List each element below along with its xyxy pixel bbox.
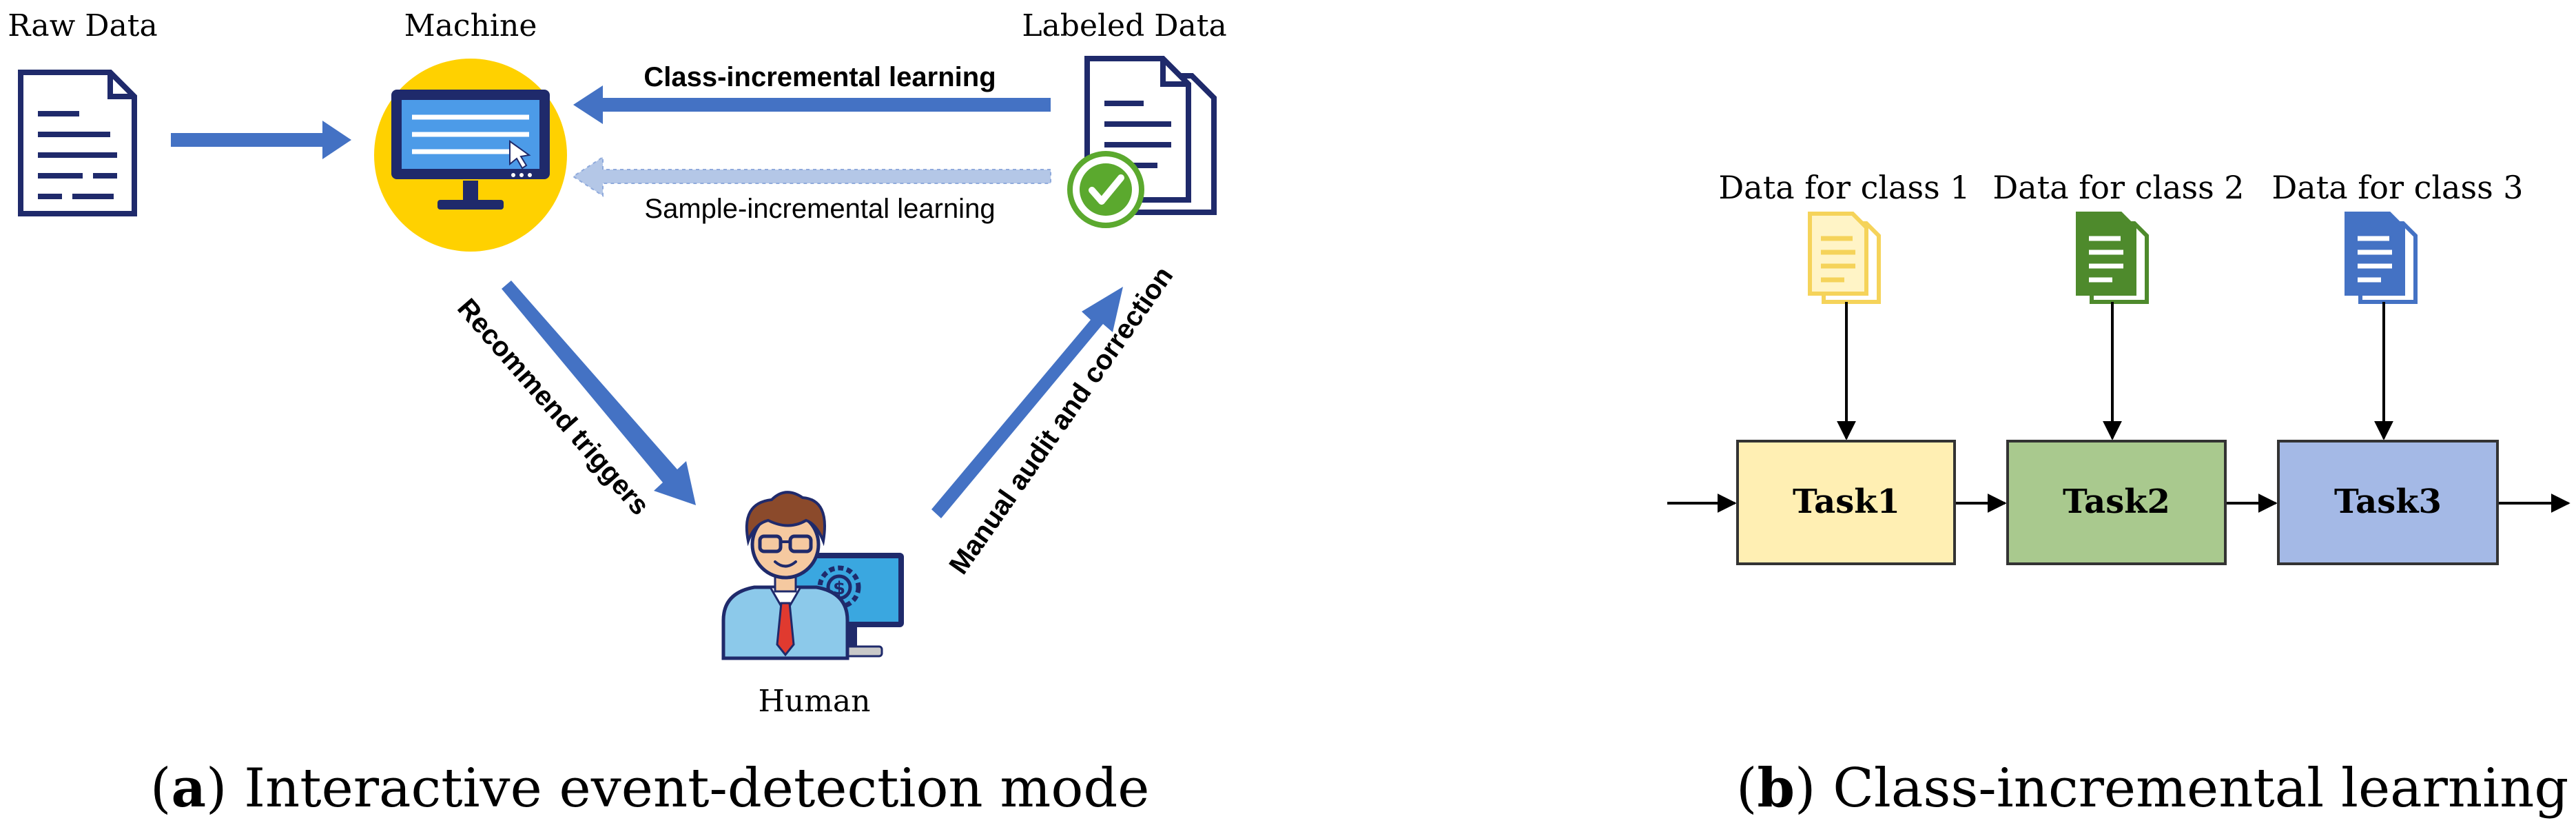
source-label-1: Data for class 1 (1718, 169, 1970, 206)
human-icon: $ (721, 491, 904, 660)
sample-incremental-label: Sample-incremental learning (644, 194, 995, 224)
panel-a: Raw Data Machine (8, 8, 1226, 820)
manual-audit-label: Manual audit and correction (943, 261, 1179, 580)
document-icon (18, 70, 137, 216)
caption-a-text: Interactive event-detection mode (244, 757, 1149, 820)
labeled-data-label: Labeled Data (1022, 8, 1226, 43)
panel-b: Data for class 1 Data for class 2 Data f… (1667, 169, 2570, 820)
arrow-machine-to-human (502, 281, 696, 505)
caption-a-letter: a (171, 757, 206, 820)
recommend-triggers-label: Recommend triggers (451, 293, 655, 521)
caption-a: (a) Interactive event-detection mode (150, 757, 1149, 820)
arrow-class-incremental (573, 85, 1051, 124)
caption-b: (b) Class-incremental learning (1736, 757, 2568, 820)
data-document-icon (1808, 212, 1881, 304)
data-document-icon (2076, 212, 2149, 304)
caption-b-text: Class-incremental learning (1833, 757, 2568, 820)
arrow-human-to-labeled (931, 287, 1123, 518)
data-document-icon (2345, 212, 2418, 304)
task-label-1: Task1 (1793, 482, 1900, 521)
task-box-3 (2277, 440, 2499, 565)
machine-label: Machine (404, 8, 537, 43)
class-incremental-label: Class-incremental learning (643, 62, 996, 92)
task-label-3: Task3 (2334, 482, 2442, 521)
arrow-sample-incremental (572, 156, 1051, 197)
human-label: Human (758, 684, 870, 719)
computer-icon (374, 59, 567, 252)
task-label-2: Task2 (2063, 482, 2170, 521)
task-box-1 (1736, 440, 1956, 565)
source-label-2: Data for class 2 (1992, 169, 2244, 206)
source-label-3: Data for class 3 (2271, 169, 2523, 206)
caption-b-letter: b (1757, 757, 1795, 820)
arrow-raw-to-machine (171, 121, 351, 159)
check-icon (1067, 151, 1144, 228)
raw-data-label: Raw Data (8, 8, 157, 43)
task-box-2 (2006, 440, 2227, 565)
